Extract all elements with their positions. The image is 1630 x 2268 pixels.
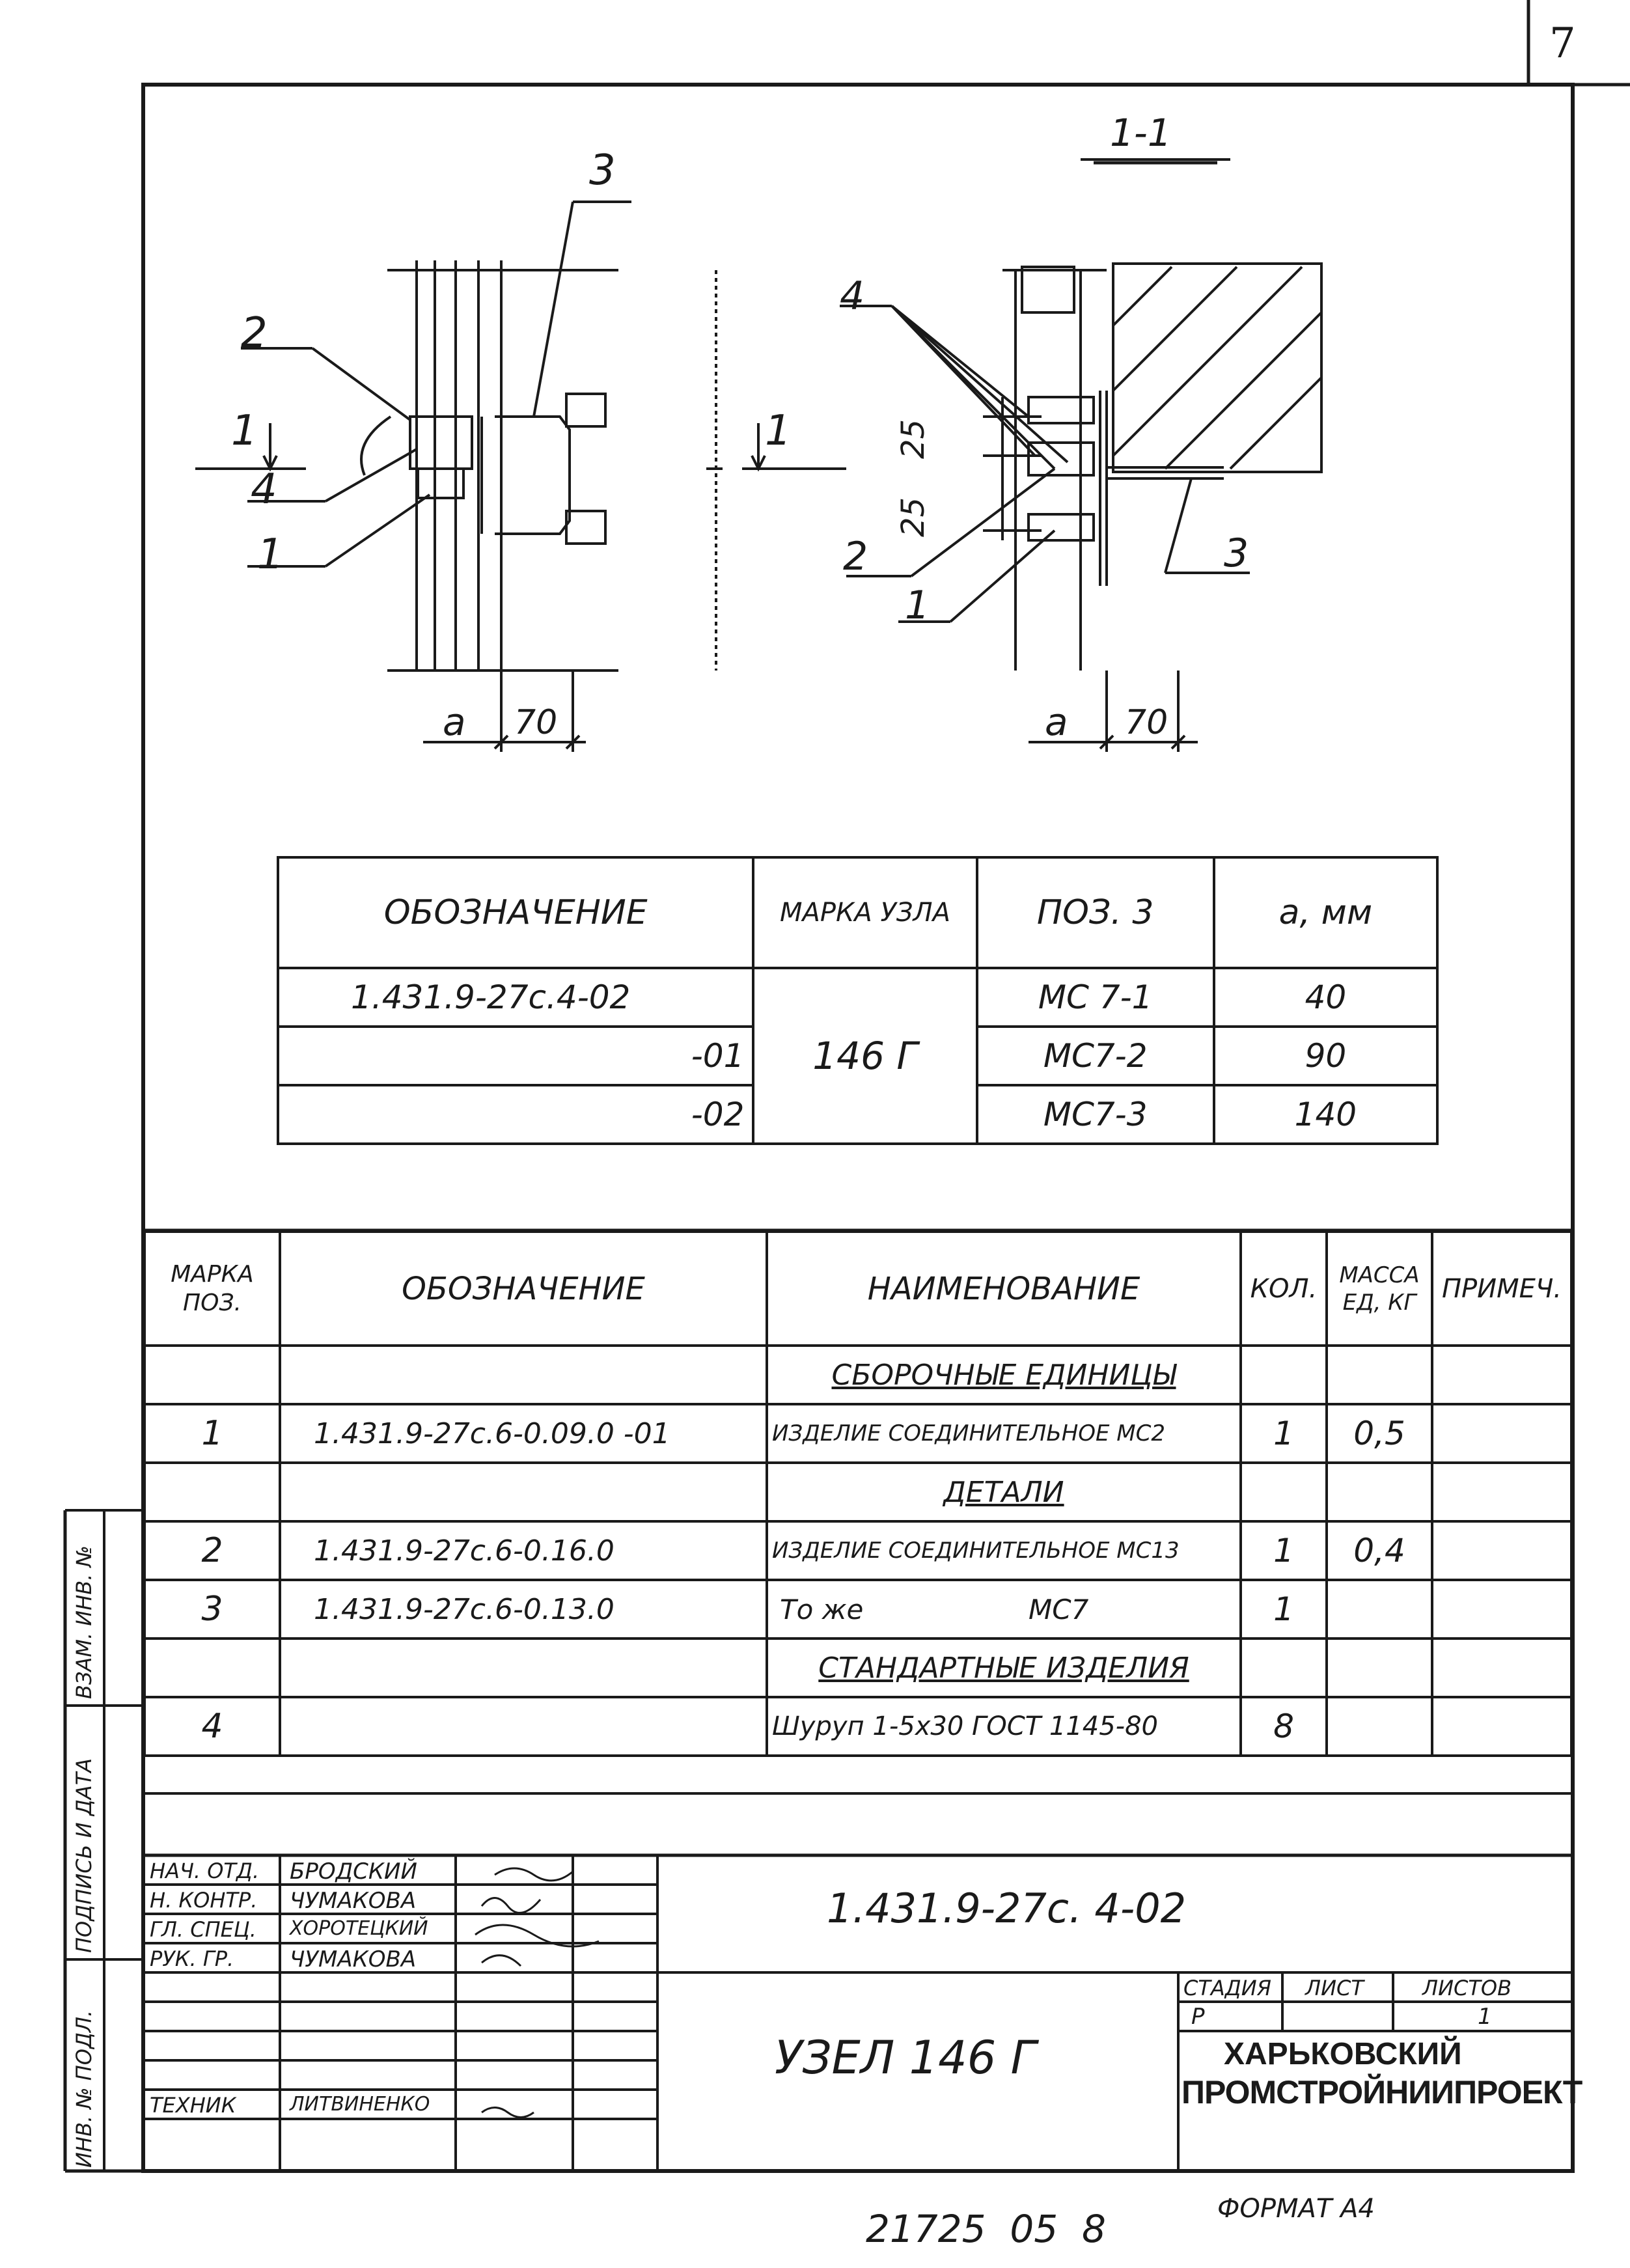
spec-cell-name: ИЗДЕЛИЕ СОЕДИНИТЕЛЬНОЕ МС13	[766, 1520, 1242, 1581]
spec-header-designation: ОБОЗНАЧЕНИЕ	[279, 1230, 768, 1347]
variant-row-a: 90	[1212, 1025, 1439, 1086]
table-row: 3 1.431.9-27с.6-0.13.0 То же МС7 1	[143, 1579, 1573, 1640]
spec-cell-qty: 8	[1239, 1696, 1328, 1757]
organization-line2: ПРОМСТРОЙНИИПРОЕКТ	[1181, 2074, 1582, 2110]
variant-row-part: МС7-2	[975, 1025, 1215, 1086]
spec-cell-mass: 0,4	[1325, 1520, 1433, 1581]
variant-row-part: МС7-3	[975, 1084, 1215, 1145]
callout-2-right: 2	[843, 534, 868, 579]
spec-cell-mass: 0,5	[1325, 1403, 1433, 1464]
callout-4-right: 4	[840, 273, 865, 319]
detail-left-drawing	[195, 201, 846, 752]
stage-label: СТАДИЯ	[1183, 1976, 1271, 2000]
tb-role: ГЛ. СПЕЦ.	[150, 1917, 256, 1942]
detail-right-drawing	[840, 158, 1323, 752]
tb-name: БРОДСКИЙ	[290, 1859, 417, 1885]
table-row: 4 Шуруп 1-5х30 ГОСТ 1145-80 8	[143, 1696, 1573, 1757]
tb-role: ТЕХНИК	[150, 2093, 236, 2118]
callout-1-left-section: 1	[231, 407, 258, 455]
callout-2-left: 2	[241, 309, 268, 357]
spec-section-standard: СТАНДАРТНЫЕ ИЗДЕЛИЯ	[766, 1637, 1242, 1698]
variant-row-a: 140	[1212, 1084, 1439, 1145]
table-row: 1 1.431.9-27с.6-0.09.0 -01 ИЗДЕЛИЕ СОЕДИ…	[143, 1403, 1573, 1464]
dim-a-left: a	[443, 700, 466, 744]
callout-1-left: 1	[257, 531, 284, 579]
tb-name: ЧУМАКОВА	[290, 1946, 417, 1972]
spec-cell-designation: 1.431.9-27с.6-0.16.0	[279, 1520, 768, 1581]
spec-cell-pos: 2	[143, 1520, 281, 1581]
table-row: 2 1.431.9-27с.6-0.16.0 ИЗДЕЛИЕ СОЕДИНИТЕ…	[143, 1520, 1573, 1581]
spec-header-pos: МАРКА ПОЗ.	[143, 1230, 281, 1347]
sheets-label: ЛИСТОВ	[1422, 1976, 1512, 2000]
variant-node-mark: 146 Г	[752, 967, 978, 1145]
tb-name: ЧУМАКОВА	[290, 1888, 417, 1914]
variant-row-designation: -02	[276, 1084, 755, 1145]
stamp-inv-podl: ИНВ. № ПОДЛ.	[72, 2010, 96, 2168]
variant-row-a: 40	[1212, 967, 1439, 1028]
callout-1-right-section: 1	[765, 407, 792, 455]
variant-row-part: МС 7-1	[975, 967, 1215, 1028]
stamp-vzam-inv: ВЗАМ. ИНВ. №	[72, 1545, 96, 1699]
variant-header-node-mark: МАРКА УЗЛА	[752, 856, 978, 969]
stamp-signature-date: ПОДПИСЬ И ДАТА	[72, 1758, 96, 1953]
variant-header-pos3: ПОЗ. 3	[975, 856, 1215, 969]
spec-cell-name: Шуруп 1-5х30 ГОСТ 1145-80	[766, 1696, 1242, 1757]
table-row: СБОРОЧНЫЕ ЕДИНИЦЫ	[143, 1344, 1573, 1405]
spec-cell-pos: 3	[143, 1579, 281, 1640]
table-row: ДЕТАЛИ	[143, 1461, 1573, 1523]
variant-header-designation: ОБОЗНАЧЕНИЕ	[276, 856, 755, 969]
tb-name: ЛИТВИНЕНКО	[290, 2093, 430, 2116]
spec-header-qty: КОЛ.	[1239, 1230, 1328, 1347]
variant-table: ОБОЗНАЧЕНИЕ МАРКА УЗЛА ПОЗ. 3 a, мм 1.43…	[276, 856, 1439, 1145]
spec-section-details: ДЕТАЛИ	[766, 1461, 1242, 1523]
callout-1-right: 1	[905, 583, 930, 628]
spec-cell-qty: 1	[1239, 1520, 1328, 1581]
tb-name: ХОРОТЕЦКИЙ	[290, 1917, 428, 1940]
callout-3-left: 3	[589, 146, 616, 195]
spec-cell-designation: 1.431.9-27с.6-0.09.0 -01	[279, 1403, 768, 1464]
dim-a-right: a	[1045, 700, 1068, 744]
spec-cell-qty: 1	[1239, 1579, 1328, 1640]
spec-cell-pos: 1	[143, 1403, 281, 1464]
organization-line1: ХАРЬКОВСКИЙ	[1224, 2037, 1462, 2071]
sheet-label: ЛИСТ	[1305, 1976, 1364, 2000]
spec-cell-name: То же МС7	[766, 1579, 1242, 1640]
spec-header-name: НАИМЕНОВАНИЕ	[766, 1230, 1242, 1347]
title-block-lines	[143, 1792, 1573, 2171]
footer-number: 21725 05 8	[866, 2207, 1106, 2251]
dim-25-top: 25	[895, 419, 932, 459]
document-code: 1.431.9-27с. 4-02	[827, 1885, 1187, 1932]
format-label: ФОРМАТ А4	[1217, 2194, 1375, 2224]
sheets-value: 1	[1478, 2004, 1492, 2030]
spec-cell-designation: 1.431.9-27с.6-0.13.0	[279, 1579, 768, 1640]
dim-70-left: 70	[514, 703, 558, 742]
callout-4-left: 4	[251, 465, 277, 514]
tb-role: НАЧ. ОТД.	[150, 1859, 260, 1883]
tb-role: Н. КОНТР.	[150, 1888, 258, 1913]
dim-25-bottom: 25	[895, 497, 932, 537]
drawing-title: УЗЕЛ 146 Г	[775, 2031, 1036, 2084]
dim-70-right: 70	[1125, 703, 1168, 742]
callout-3-right: 3	[1224, 531, 1249, 576]
signatures	[475, 1867, 600, 2118]
variant-row-designation: -01	[276, 1025, 755, 1086]
sheet-frame	[141, 83, 1575, 2173]
spec-cell-qty: 1	[1239, 1403, 1328, 1464]
table-row: СТАНДАРТНЫЕ ИЗДЕЛИЯ	[143, 1637, 1573, 1698]
spec-cell-name: ИЗДЕЛИЕ СОЕДИНИТЕЛЬНОЕ МС2	[766, 1403, 1242, 1464]
page-number: 7	[1549, 20, 1576, 68]
spec-header-mass: МАССА ЕД, КГ	[1325, 1230, 1433, 1347]
section-mark: 1-1	[1110, 111, 1172, 155]
variant-header-a: a, мм	[1212, 856, 1439, 969]
tb-role: РУК. ГР.	[150, 1946, 234, 1971]
spec-section-assemblies: СБОРОЧНЫЕ ЕДИНИЦЫ	[766, 1344, 1242, 1405]
spec-table: МАРКА ПОЗ. ОБОЗНАЧЕНИЕ НАИМЕНОВАНИЕ КОЛ.…	[143, 1230, 1573, 1757]
spec-header-note: ПРИМЕЧ.	[1431, 1230, 1573, 1347]
spec-cell-pos: 4	[143, 1696, 281, 1757]
variant-row-designation: 1.431.9-27с.4-02	[276, 967, 755, 1028]
stage-value: Р	[1191, 2004, 1205, 2030]
